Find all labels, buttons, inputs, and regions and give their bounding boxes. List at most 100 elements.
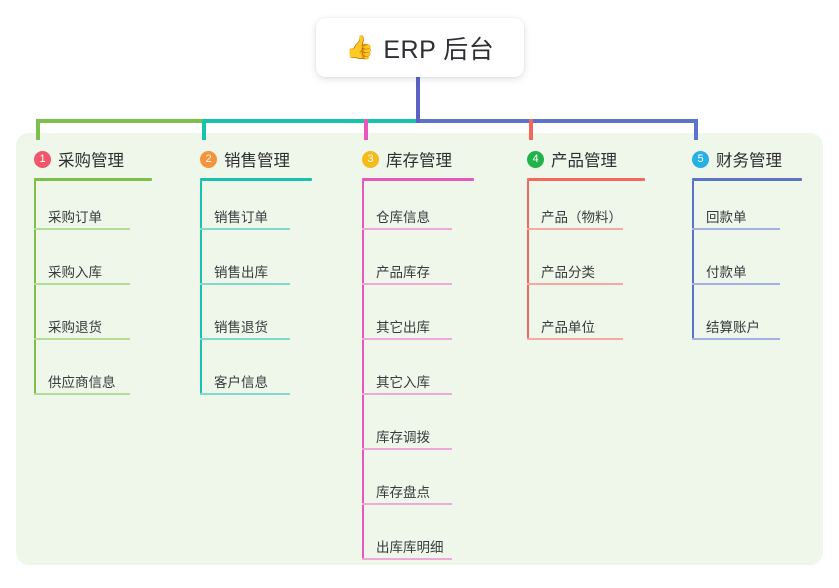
list-item[interactable]: 采购订单 — [10, 181, 168, 236]
column-items-5: 回款单付款单结算账户 — [668, 181, 818, 346]
list-item[interactable]: 其它出库 — [338, 291, 490, 346]
column-title-3: 库存管理 — [386, 152, 452, 170]
list-item-rule — [527, 283, 623, 285]
list-item-label: 供应商信息 — [48, 375, 116, 390]
list-item-rule — [527, 338, 623, 340]
list-item-rule — [692, 228, 780, 230]
connector-drop-4 — [529, 119, 533, 140]
list-item-rule — [200, 228, 290, 230]
list-item-label: 出库库明细 — [376, 540, 444, 555]
list-item-label: 采购退货 — [48, 320, 102, 335]
list-item-label: 产品（物料） — [541, 210, 622, 225]
connector-segment-3 — [418, 119, 696, 123]
list-item[interactable]: 产品库存 — [338, 236, 490, 291]
root-node[interactable]: 👍 ERP 后台 — [316, 18, 524, 77]
list-item-label: 其它出库 — [376, 320, 430, 335]
list-item-rule — [362, 393, 452, 395]
list-item-label: 客户信息 — [214, 375, 268, 390]
list-item-label: 销售订单 — [214, 210, 268, 225]
connector-segment-2 — [202, 119, 418, 123]
column-title-1: 采购管理 — [58, 152, 124, 170]
list-item[interactable]: 其它入库 — [338, 346, 490, 401]
column-rule-3 — [362, 178, 474, 181]
column-badge-1: 1 — [34, 150, 51, 168]
list-item[interactable]: 采购退货 — [10, 291, 168, 346]
list-item[interactable]: 销售出库 — [176, 236, 328, 291]
list-item[interactable]: 客户信息 — [176, 346, 328, 401]
column-spine-4 — [527, 181, 529, 340]
list-item[interactable]: 销售订单 — [176, 181, 328, 236]
list-item-rule — [362, 338, 452, 340]
list-item[interactable]: 库存盘点 — [338, 456, 490, 511]
list-item-label: 付款单 — [706, 265, 747, 280]
list-item-rule — [692, 283, 780, 285]
list-item-label: 仓库信息 — [376, 210, 430, 225]
column-spine-2 — [200, 181, 202, 395]
column-header-2[interactable]: 2 销售管理 — [176, 146, 328, 172]
column-badge-3: 3 — [362, 150, 379, 168]
list-item-rule — [200, 338, 290, 340]
list-item-rule — [200, 393, 290, 395]
list-item-label: 回款单 — [706, 210, 747, 225]
list-item[interactable]: 供应商信息 — [10, 346, 168, 401]
column-rule-2 — [200, 178, 312, 181]
thumbs-up-icon: 👍 — [345, 34, 375, 60]
list-item-label: 产品库存 — [376, 265, 430, 280]
list-item-rule — [362, 228, 452, 230]
columns-panel — [16, 133, 823, 565]
connector-drop-1 — [36, 119, 40, 140]
column-spine-3 — [362, 181, 364, 560]
column-badge-4: 4 — [527, 150, 544, 168]
list-item[interactable]: 回款单 — [668, 181, 818, 236]
list-item-rule — [34, 283, 130, 285]
list-item-rule — [362, 448, 452, 450]
column-header-5[interactable]: 5 财务管理 — [668, 146, 818, 172]
list-item-label: 销售出库 — [214, 265, 268, 280]
column-badge-2: 2 — [200, 150, 217, 168]
column-rule-1 — [34, 178, 152, 181]
list-item[interactable]: 产品单位 — [503, 291, 661, 346]
connector-drop-5 — [694, 119, 698, 140]
column-5: 5 财务管理回款单付款单结算账户 — [668, 146, 818, 346]
list-item-rule — [527, 228, 623, 230]
list-item-rule — [362, 283, 452, 285]
column-header-3[interactable]: 3 库存管理 — [338, 146, 490, 172]
column-header-1[interactable]: 1 采购管理 — [10, 146, 168, 172]
list-item-label: 产品分类 — [541, 265, 595, 280]
list-item[interactable]: 产品（物料） — [503, 181, 661, 236]
list-item[interactable]: 仓库信息 — [338, 181, 490, 236]
list-item-label: 产品单位 — [541, 320, 595, 335]
list-item-rule — [34, 393, 130, 395]
column-items-4: 产品（物料） 产品分类产品单位 — [503, 181, 661, 346]
list-item[interactable]: 产品分类 — [503, 236, 661, 291]
root-stem — [416, 77, 420, 123]
list-item[interactable]: 出库库明细 — [338, 511, 490, 566]
column-spine-5 — [692, 181, 694, 340]
list-item-label: 采购入库 — [48, 265, 102, 280]
column-rule-4 — [527, 178, 645, 181]
list-item-rule — [34, 228, 130, 230]
list-item-rule — [362, 503, 452, 505]
column-rule-5 — [692, 178, 802, 181]
list-item[interactable]: 库存调拨 — [338, 401, 490, 456]
list-item-rule — [362, 558, 452, 560]
list-item[interactable]: 采购入库 — [10, 236, 168, 291]
column-title-2: 销售管理 — [224, 152, 290, 170]
column-items-3: 仓库信息产品库存其它出库其它入库库存调拨库存盘点出库库明细 — [338, 181, 490, 566]
column-badge-5: 5 — [692, 150, 709, 168]
root-node-content: 👍 ERP 后台 — [346, 30, 495, 66]
list-item[interactable]: 销售退货 — [176, 291, 328, 346]
list-item-label: 销售退货 — [214, 320, 268, 335]
list-item[interactable]: 结算账户 — [668, 291, 818, 346]
list-item-label: 采购订单 — [48, 210, 102, 225]
list-item-rule — [200, 283, 290, 285]
column-spine-1 — [34, 181, 36, 395]
column-3: 3 库存管理仓库信息产品库存其它出库其它入库库存调拨库存盘点出库库明细 — [338, 146, 490, 566]
column-title-5: 财务管理 — [716, 152, 782, 170]
list-item-label: 其它入库 — [376, 375, 430, 390]
list-item-rule — [34, 338, 130, 340]
list-item[interactable]: 付款单 — [668, 236, 818, 291]
